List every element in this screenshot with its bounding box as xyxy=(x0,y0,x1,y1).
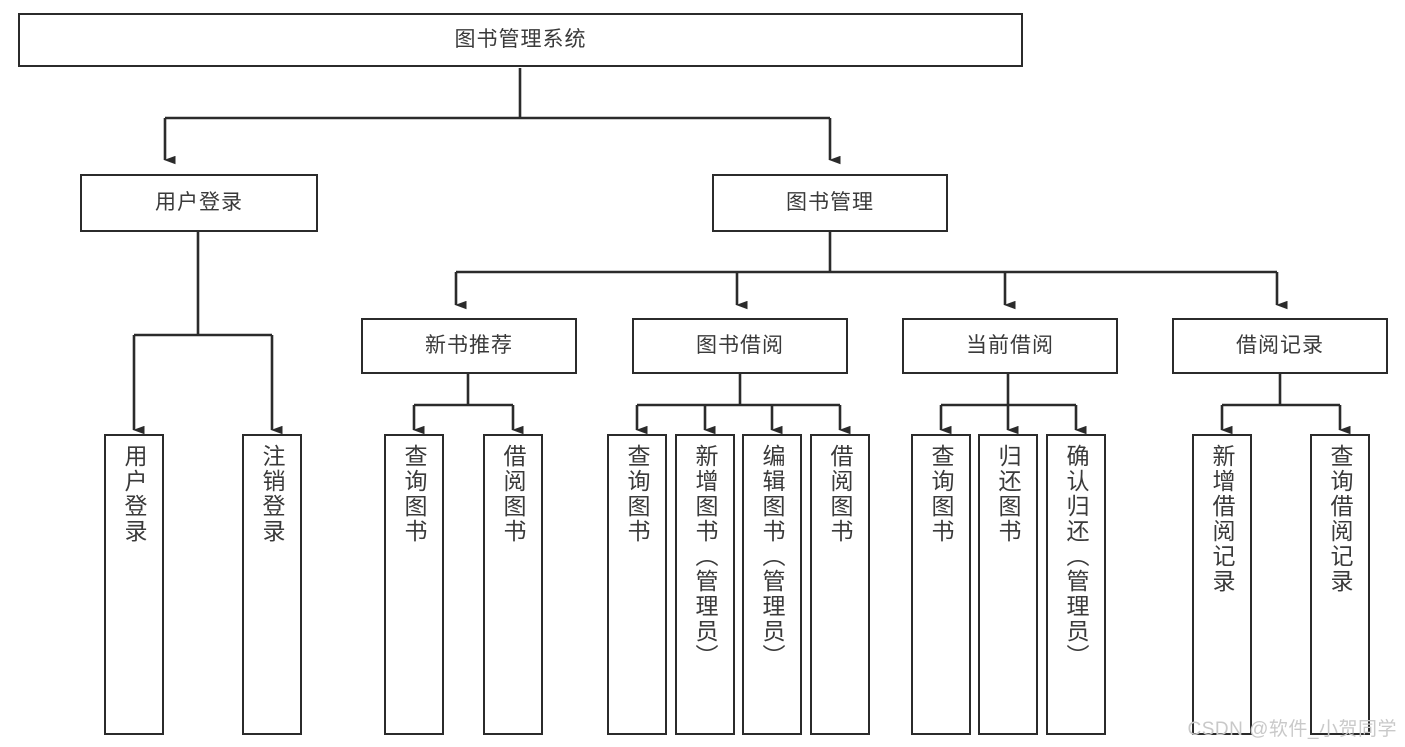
node-leaf-confirm-return-label: 确认归还（管理员） xyxy=(1063,444,1090,669)
node-root[interactable]: 图书管理系统 xyxy=(18,13,1023,67)
node-leaf-user-login[interactable]: 用户登录 xyxy=(104,434,164,735)
node-leaf-edit-book-label: 编辑图书（管理员） xyxy=(759,444,786,669)
node-borrow-record[interactable]: 借阅记录 xyxy=(1172,318,1388,374)
node-borrow-record-label: 借阅记录 xyxy=(1236,334,1324,358)
node-leaf-borrow-book-1[interactable]: 借阅图书 xyxy=(483,434,543,735)
node-current-borrow[interactable]: 当前借阅 xyxy=(902,318,1118,374)
node-leaf-query-book-3[interactable]: 查询图书 xyxy=(911,434,971,735)
node-leaf-borrow-book-2-label: 借阅图书 xyxy=(827,444,854,544)
node-book-manage[interactable]: 图书管理 xyxy=(712,174,948,232)
node-leaf-query-book-1[interactable]: 查询图书 xyxy=(384,434,444,735)
node-leaf-logout-login[interactable]: 注销登录 xyxy=(242,434,302,735)
node-book-borrow[interactable]: 图书借阅 xyxy=(632,318,848,374)
node-leaf-add-record[interactable]: 新增借阅记录 xyxy=(1192,434,1252,735)
node-leaf-confirm-return[interactable]: 确认归还（管理员） xyxy=(1046,434,1106,735)
node-leaf-query-book-1-label: 查询图书 xyxy=(401,444,428,544)
node-leaf-query-record-label: 查询借阅记录 xyxy=(1327,444,1354,594)
node-leaf-add-record-label: 新增借阅记录 xyxy=(1209,444,1236,594)
node-leaf-user-login-label: 用户登录 xyxy=(121,444,148,544)
csdn-watermark: CSDN @软件_小贺同学 xyxy=(1187,719,1397,740)
node-leaf-query-book-2[interactable]: 查询图书 xyxy=(607,434,667,735)
node-leaf-add-book[interactable]: 新增图书（管理员） xyxy=(675,434,735,735)
node-book-manage-label: 图书管理 xyxy=(786,191,874,215)
node-new-book-recommend-label: 新书推荐 xyxy=(425,334,513,358)
node-new-book-recommend[interactable]: 新书推荐 xyxy=(361,318,577,374)
node-leaf-return-book-label: 归还图书 xyxy=(995,444,1022,544)
node-leaf-logout-login-label: 注销登录 xyxy=(259,444,286,544)
node-current-borrow-label: 当前借阅 xyxy=(966,334,1054,358)
node-leaf-borrow-book-1-label: 借阅图书 xyxy=(500,444,527,544)
node-leaf-return-book[interactable]: 归还图书 xyxy=(978,434,1038,735)
node-leaf-query-book-2-label: 查询图书 xyxy=(624,444,651,544)
node-user-login[interactable]: 用户登录 xyxy=(80,174,318,232)
node-leaf-borrow-book-2[interactable]: 借阅图书 xyxy=(810,434,870,735)
node-root-label: 图书管理系统 xyxy=(454,28,587,52)
node-user-login-label: 用户登录 xyxy=(155,191,243,215)
node-leaf-add-book-label: 新增图书（管理员） xyxy=(692,444,719,669)
node-leaf-query-book-3-label: 查询图书 xyxy=(928,444,955,544)
node-leaf-edit-book[interactable]: 编辑图书（管理员） xyxy=(742,434,802,735)
node-leaf-query-record[interactable]: 查询借阅记录 xyxy=(1310,434,1370,735)
node-book-borrow-label: 图书借阅 xyxy=(696,334,784,358)
